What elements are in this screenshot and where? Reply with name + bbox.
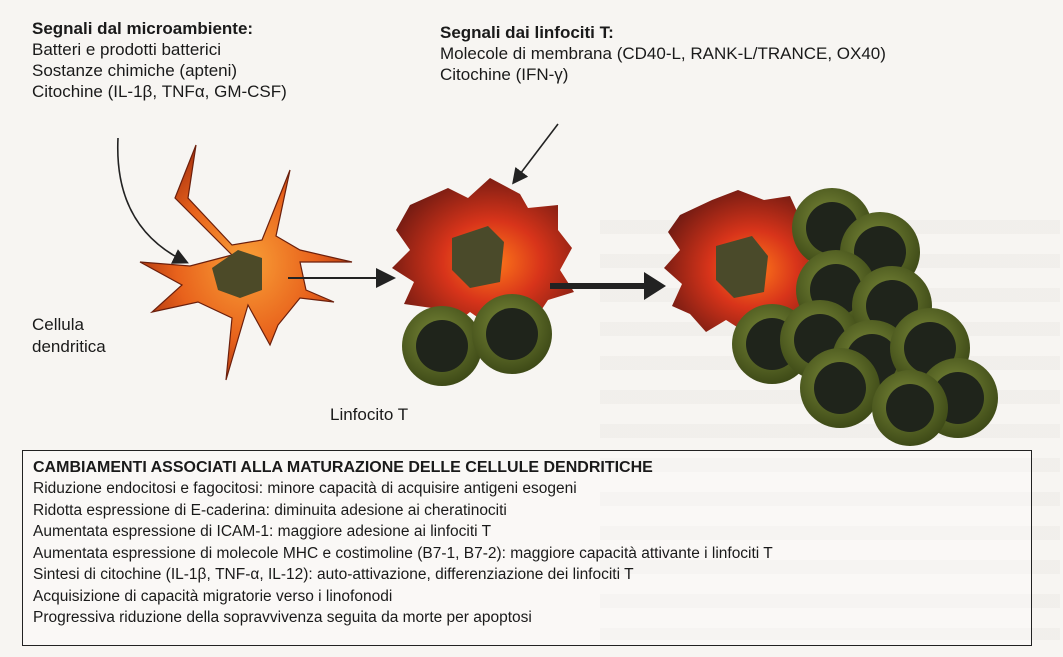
signals-tcell-title: Segnali dai linfociti T: bbox=[440, 22, 886, 43]
list-item: Ridotta espressione di E-caderina: dimin… bbox=[33, 500, 1021, 522]
list-item: Progressiva riduzione della sopravvivenz… bbox=[33, 607, 1021, 629]
dendritic-cell-label: Cellula dendritica bbox=[32, 314, 106, 358]
signal-arrow-tcell bbox=[514, 124, 558, 182]
signal-arrow-micro bbox=[118, 138, 186, 262]
signals-microenvironment: Segnali dal microambiente: Batteri e pro… bbox=[32, 18, 287, 102]
list-item: Aumentata espressione di ICAM-1: maggior… bbox=[33, 521, 1021, 543]
dc-label-line: dendritica bbox=[32, 336, 106, 358]
list-item: Riduzione endocitosi e fagocitosi: minor… bbox=[33, 478, 1021, 500]
dc-label-line: Cellula bbox=[32, 314, 106, 336]
maturation-changes-box: CAMBIAMENTI ASSOCIATI ALLA MATURAZIONE D… bbox=[22, 450, 1032, 646]
signals-micro-title: Segnali dal microambiente: bbox=[32, 18, 287, 39]
signals-tcells: Segnali dai linfociti T: Molecole di mem… bbox=[440, 22, 886, 85]
box-title: CAMBIAMENTI ASSOCIATI ALLA MATURAZIONE D… bbox=[33, 457, 1021, 478]
signals-micro-line: Citochine (IL-1β, TNFα, GM-CSF) bbox=[32, 81, 287, 102]
signals-tcell-line: Citochine (IFN-γ) bbox=[440, 64, 886, 85]
immature-dendritic-cell bbox=[140, 145, 352, 380]
list-item: Aumentata espressione di molecole MHC e … bbox=[33, 543, 1021, 565]
changes-list: Riduzione endocitosi e fagocitosi: minor… bbox=[33, 478, 1021, 629]
list-item: Sintesi di citochine (IL-1β, TNF-α, IL-1… bbox=[33, 564, 1021, 586]
list-item: Acquisizione di capacità migratorie vers… bbox=[33, 586, 1021, 608]
tcell-label: Linfocito T bbox=[330, 404, 408, 425]
signals-micro-line: Batteri e prodotti batterici bbox=[32, 39, 287, 60]
signals-tcell-line: Molecole di membrana (CD40-L, RANK-L/TRA… bbox=[440, 43, 886, 64]
signals-micro-line: Sostanze chimiche (apteni) bbox=[32, 60, 287, 81]
